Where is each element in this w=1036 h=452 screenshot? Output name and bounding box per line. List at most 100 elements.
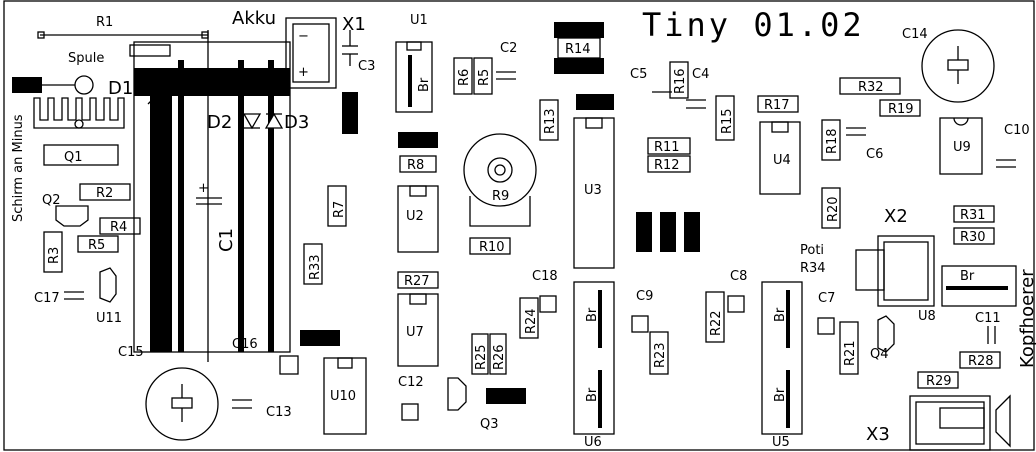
label-R16: R16	[673, 68, 688, 94]
label-D1: D1	[108, 78, 133, 99]
label-R24: R24	[524, 308, 539, 334]
label-C3: C3	[358, 59, 375, 74]
label-C14: C14	[902, 27, 928, 42]
ic-U8	[941, 265, 1017, 307]
label-R34: R34	[800, 261, 826, 276]
ic-U6	[573, 281, 615, 435]
label-C12: C12	[398, 375, 424, 390]
label-C11: C11	[975, 311, 1001, 326]
label-X3: X3	[866, 424, 890, 445]
ic-U5	[761, 281, 803, 435]
label-C2: C2	[500, 41, 517, 56]
plus-sign: +	[298, 65, 309, 80]
label-R33: R33	[308, 254, 323, 280]
label-C7: C7	[818, 291, 835, 306]
ic-U9	[939, 117, 983, 175]
label-U5: U5	[772, 435, 790, 450]
label-C6: C6	[866, 147, 883, 162]
label-R12: R12	[654, 158, 680, 173]
label-Q2: Q2	[42, 193, 61, 208]
label-Poti: Poti	[800, 243, 824, 258]
label-Spule: Spule	[68, 51, 104, 66]
label-C8: C8	[730, 269, 747, 284]
label-R7: R7	[332, 201, 347, 218]
label-R5: R5	[477, 69, 492, 86]
label-Akku: Akku	[232, 8, 276, 29]
plus-sign-C1: +	[198, 181, 209, 196]
label-R19: R19	[888, 102, 914, 117]
label-C15: C15	[118, 345, 144, 360]
label-R31: R31	[960, 208, 986, 223]
label-U6: U6	[584, 435, 602, 450]
label-R15: R15	[720, 108, 735, 134]
heatsink-Q1	[33, 97, 125, 129]
label-D2: D2	[207, 112, 232, 133]
label-R21: R21	[843, 340, 858, 366]
label-R3: R3	[47, 247, 62, 264]
label-C16: C16	[232, 337, 258, 352]
label-U1-Br: Br	[417, 77, 432, 92]
label-R6: R6	[457, 69, 472, 86]
label-C4: C4	[692, 67, 709, 82]
battery-connector	[285, 17, 337, 89]
label-C1: C1	[216, 228, 237, 252]
label-R8: R8	[407, 158, 424, 173]
label-U3: U3	[584, 183, 602, 198]
label-U8-Br: Br	[960, 269, 975, 284]
trimmer-R9	[463, 133, 537, 207]
label-X1: X1	[342, 14, 366, 35]
label-R5-left: R5	[88, 238, 105, 253]
label-U10: U10	[330, 389, 356, 404]
label-U4: U4	[773, 153, 791, 168]
label-C13: C13	[266, 405, 292, 420]
label-Q3: Q3	[480, 417, 499, 432]
label-U1: U1	[410, 13, 428, 28]
label-C10: C10	[1004, 123, 1030, 138]
coil-body	[133, 41, 291, 353]
label-U9: U9	[953, 140, 971, 155]
label-X2: X2	[884, 206, 908, 227]
label-R20: R20	[826, 196, 841, 222]
label-C18: C18	[532, 269, 558, 284]
label-R4: R4	[110, 220, 127, 235]
label-R23: R23	[653, 342, 668, 368]
label-U11: U11	[96, 311, 122, 326]
label-C17: C17	[34, 291, 60, 306]
label-R26: R26	[492, 344, 507, 370]
label-R14: R14	[565, 42, 591, 57]
label-Q1: Q1	[64, 150, 83, 165]
label-R25: R25	[474, 344, 489, 370]
label-U5-Br1: Br	[773, 307, 788, 322]
label-R22: R22	[709, 310, 724, 336]
label-R28: R28	[968, 354, 994, 369]
side-label-headphones: Kopfhoerer	[1017, 269, 1036, 368]
connector-X3	[909, 395, 991, 451]
label-R32: R32	[858, 80, 884, 95]
label-Q4: Q4	[870, 347, 889, 362]
label-R11: R11	[654, 140, 680, 155]
label-U6-Br1: Br	[585, 307, 600, 322]
label-R1: R1	[96, 15, 113, 30]
label-R10: R10	[479, 240, 505, 255]
label-R2: R2	[96, 186, 113, 201]
label-U7: U7	[406, 325, 424, 340]
label-C5: C5	[630, 67, 647, 82]
board-title: Tiny 01.02	[642, 6, 865, 44]
label-R18: R18	[825, 128, 840, 154]
label-R9: R9	[492, 189, 509, 204]
label-R30: R30	[960, 230, 986, 245]
label-U2: U2	[406, 209, 424, 224]
label-C9: C9	[636, 289, 653, 304]
connector-X2	[877, 235, 935, 307]
label-R29: R29	[926, 374, 952, 389]
label-U6-Br2: Br	[585, 387, 600, 402]
label-R27: R27	[404, 274, 430, 289]
label-R13: R13	[543, 108, 558, 134]
label-U5-Br2: Br	[773, 387, 788, 402]
side-label-shield: Schirm an Minus	[11, 114, 26, 222]
board-outline	[3, 0, 1035, 451]
minus-sign: −	[298, 29, 309, 44]
label-U8: U8	[918, 309, 936, 324]
label-D3: D3	[284, 112, 309, 133]
